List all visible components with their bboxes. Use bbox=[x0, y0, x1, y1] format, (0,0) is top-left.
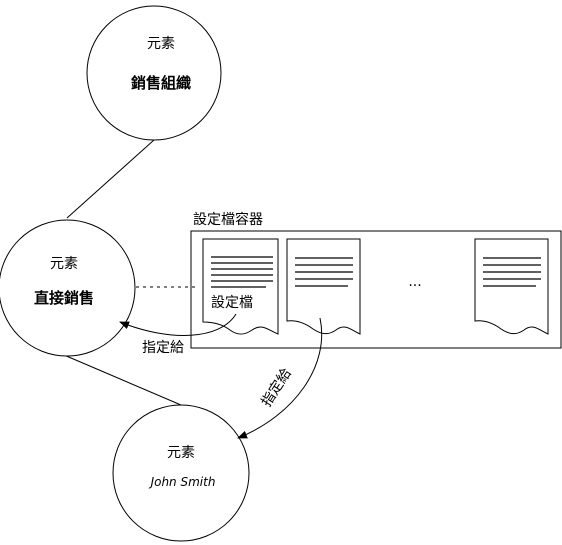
profile-container-box bbox=[190, 230, 562, 349]
node-john-smith-name: John Smith bbox=[149, 475, 216, 489]
node-direct-sales-circle bbox=[0, 219, 136, 357]
node-john-smith-circle bbox=[112, 404, 250, 542]
node-direct-sales-type-label: 元素 bbox=[50, 256, 78, 272]
profile-document-1: 設定檔 bbox=[202, 238, 279, 335]
node-sales-org: 元素 銷售組織 bbox=[86, 5, 222, 141]
arrow-profile-to-direct-sales bbox=[119, 313, 237, 336]
arrow-label-assigned-john-smith: 指定給 bbox=[258, 366, 294, 410]
connector-sales-org-to-direct-sales bbox=[66, 139, 155, 219]
node-direct-sales: 元素 直接銷售 bbox=[0, 219, 136, 357]
connector-direct-sales-to-john-smith bbox=[63, 354, 182, 406]
arrow-label-assigned-direct-sales: 指定給 bbox=[142, 340, 184, 356]
node-sales-org-type-label: 元素 bbox=[147, 36, 175, 52]
profile-container: 設定檔容器 設定檔 ... bbox=[190, 211, 562, 349]
profile-document-1-label: 設定檔 bbox=[211, 295, 253, 311]
profile-document-2 bbox=[286, 238, 361, 335]
node-sales-org-circle bbox=[86, 5, 222, 141]
profile-container-title: 設定檔容器 bbox=[193, 211, 263, 228]
node-direct-sales-name: 直接銷售 bbox=[34, 289, 94, 307]
profile-document-n bbox=[474, 238, 549, 335]
profile-container-ellipsis: ... bbox=[408, 274, 421, 290]
node-john-smith-type-label: 元素 bbox=[167, 445, 195, 461]
node-sales-org-name: 銷售組織 bbox=[131, 74, 191, 92]
arrow-profile-to-john-smith bbox=[237, 317, 323, 439]
node-john-smith: 元素 John Smith bbox=[112, 404, 250, 542]
